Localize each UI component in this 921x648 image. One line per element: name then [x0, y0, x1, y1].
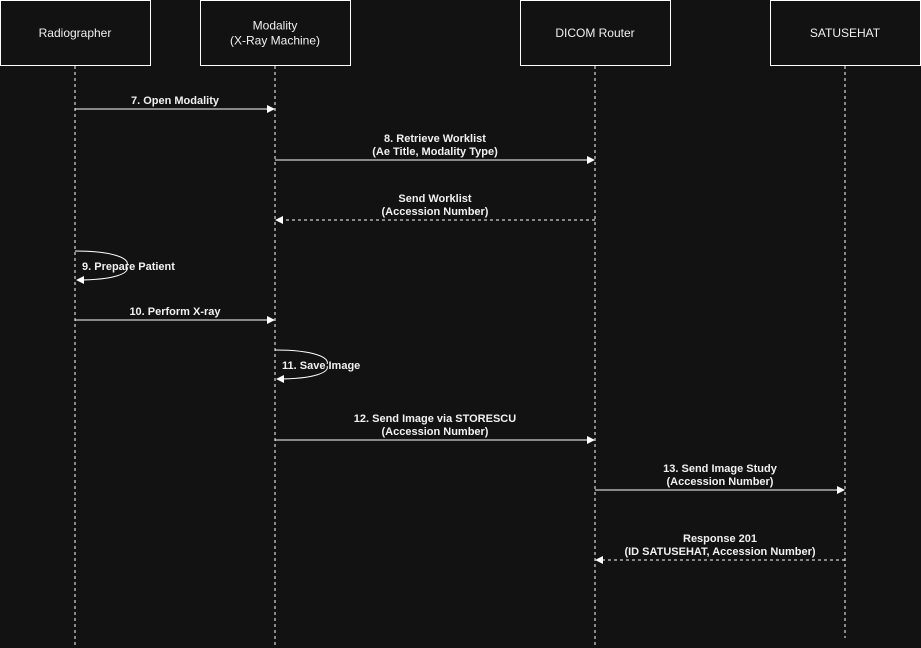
message-label: (Accession Number)	[382, 426, 489, 438]
message-label: 13. Send Image Study	[663, 463, 778, 475]
radiographer-actor-label: Radiographer	[39, 26, 112, 40]
message-label: 9. Prepare Patient	[82, 261, 175, 273]
self-message-arrow	[75, 250, 128, 280]
message-label: 7. Open Modality	[131, 95, 220, 107]
dicom-router-actor-label: DICOM Router	[555, 26, 634, 40]
satusehat-actor-box	[770, 0, 921, 66]
modality-actor-label: Modality	[253, 19, 298, 33]
modality-actor-label: (X-Ray Machine)	[230, 34, 320, 48]
radiographer-actor-box	[0, 0, 151, 66]
message-label: 12. Send Image via STORESCU	[354, 413, 516, 425]
message-label: 11. Save Image	[282, 360, 360, 372]
message-label: 8. Retrieve Worklist	[384, 133, 486, 145]
modality-actor-box	[200, 0, 351, 66]
message-label: Send Worklist	[398, 193, 471, 205]
dicom-router-actor-box	[520, 0, 671, 66]
self-message-arrow	[275, 349, 328, 379]
message-label: (Accession Number)	[382, 206, 489, 218]
message-label: (Ae Title, Modality Type)	[372, 146, 498, 158]
message-label: Response 201	[683, 533, 757, 545]
message-label: 10. Perform X-ray	[129, 306, 221, 318]
message-label: (Accession Number)	[667, 476, 774, 488]
satusehat-actor-label: SATUSEHAT	[810, 26, 881, 40]
message-label: (ID SATUSEHAT, Accession Number)	[624, 546, 815, 558]
